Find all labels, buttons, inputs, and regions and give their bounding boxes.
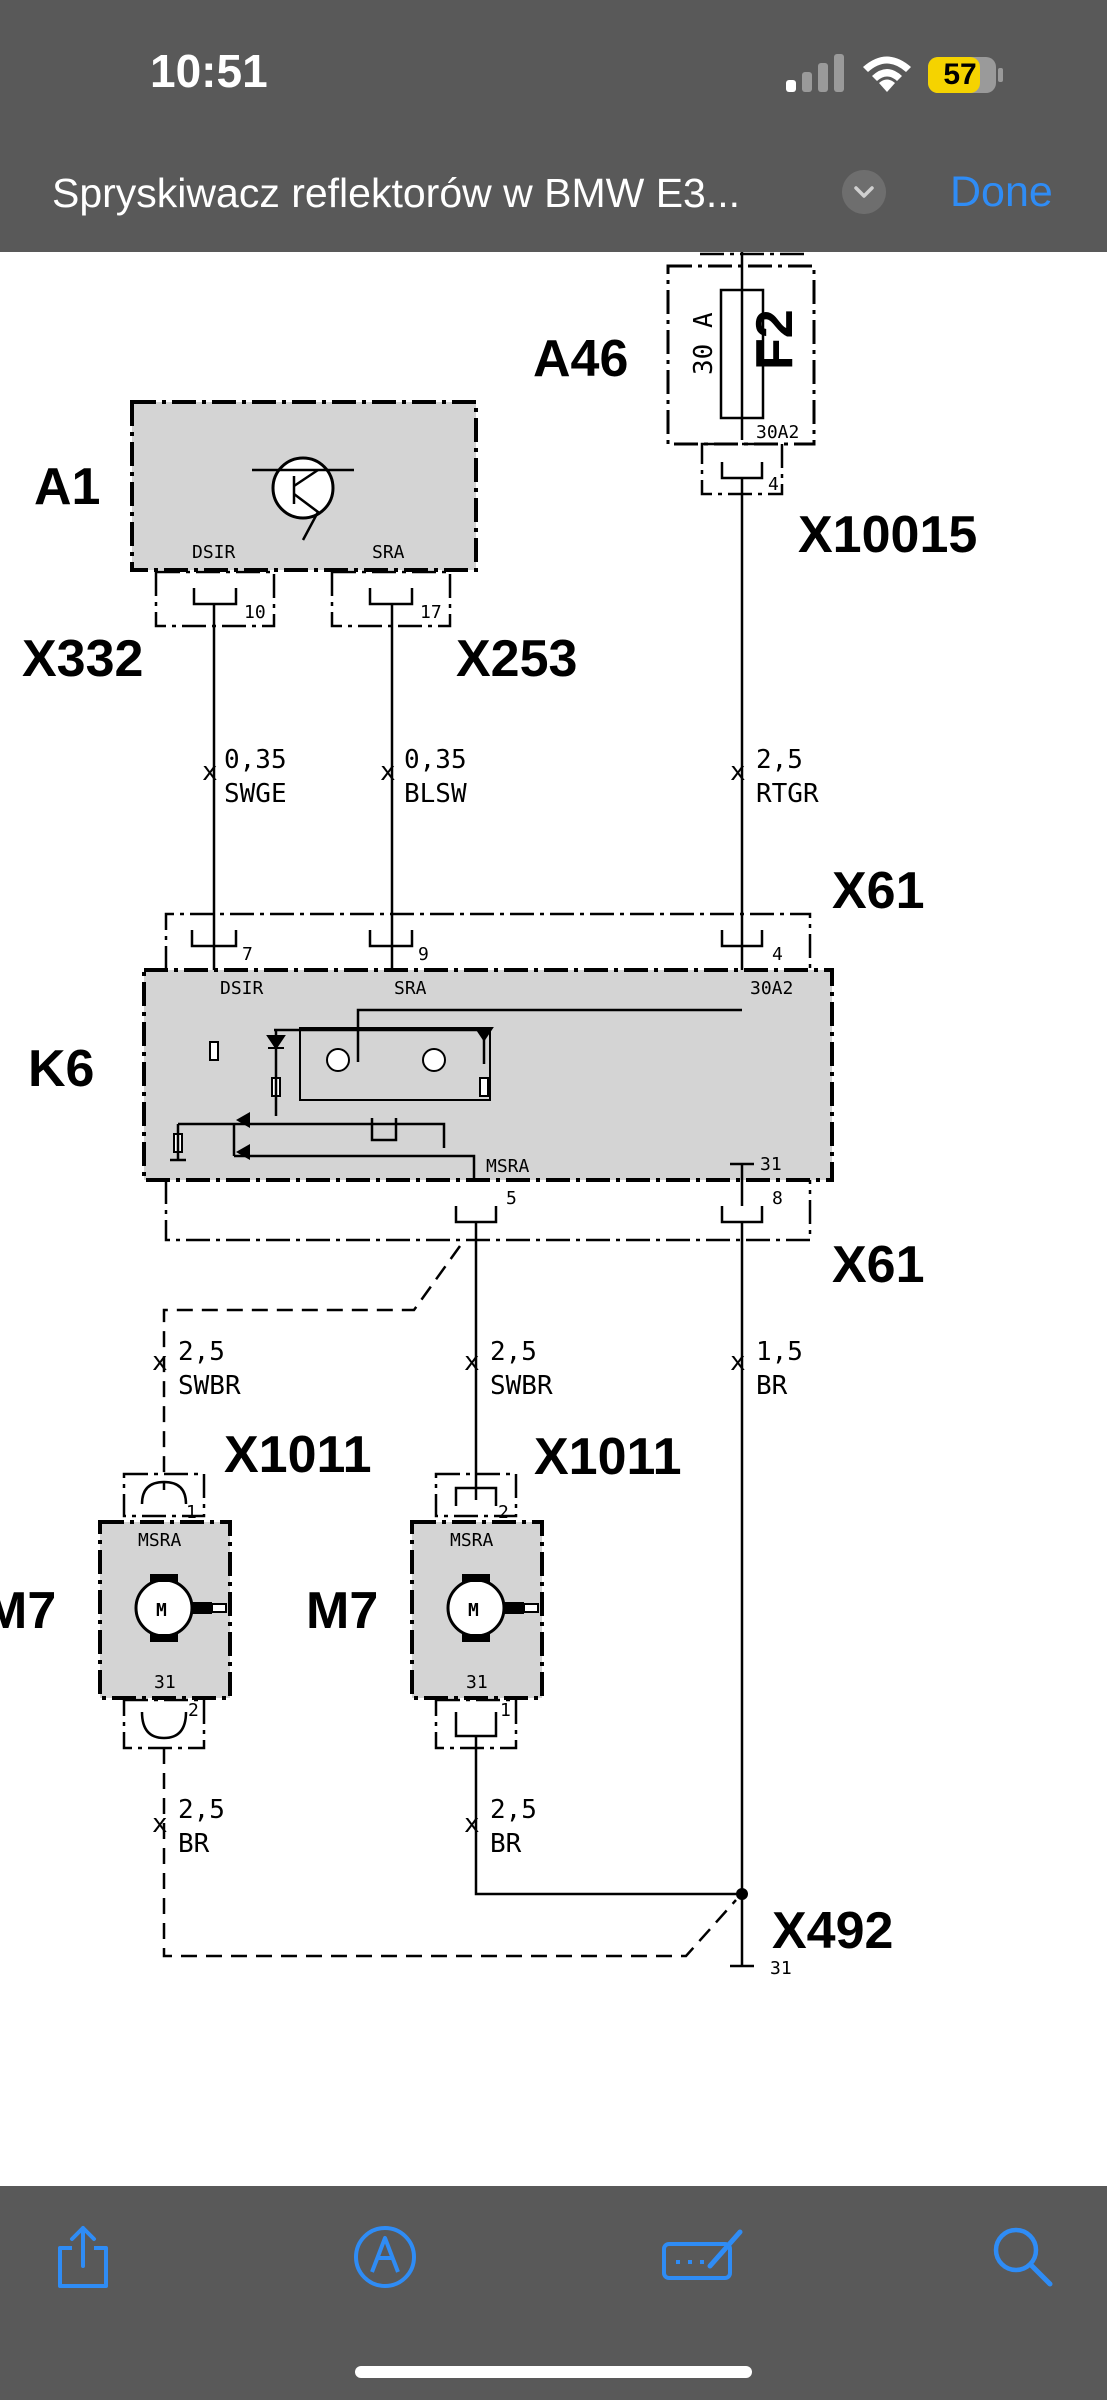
x61-pin-8: 8 — [772, 1188, 783, 1209]
connector-x61-bottom: 5 8 — [164, 1162, 812, 1242]
wire6-color: BR — [756, 1371, 788, 1401]
x492-label: X492 — [772, 1902, 893, 1960]
wire5-color: SWBR — [490, 1371, 553, 1401]
m7r-pin-1: 1 — [500, 1700, 511, 1721]
wire6-size: 1,5 — [756, 1337, 803, 1367]
m7l-pin-msra: MSRA — [138, 1530, 182, 1551]
x1011-right-label: X1011 — [534, 1428, 682, 1486]
svg-text:x: x — [202, 757, 218, 787]
fuse-box-a46: 30 A F2 30A2 — [666, 252, 816, 446]
battery-level: 57 — [943, 58, 977, 91]
wire4-color: SWBR — [178, 1371, 241, 1401]
chevron-down-icon[interactable] — [842, 170, 886, 214]
connector-x61-top: 7 9 4 — [164, 912, 812, 970]
home-indicator[interactable] — [355, 2366, 752, 2378]
m7l-pin-31: 31 — [154, 1672, 176, 1693]
a1-pin-dsir: DSIR — [192, 542, 236, 563]
svg-text:x: x — [730, 757, 746, 787]
m7r-pin-2: 2 — [498, 1502, 509, 1523]
motor-right-m: M — [468, 1600, 479, 1621]
svg-text:x: x — [380, 757, 396, 787]
x332-pin: 10 — [244, 602, 266, 623]
wire2-size: 0,35 — [404, 745, 467, 775]
x61-pin-5: 5 — [506, 1188, 517, 1209]
wire3-color: RTGR — [756, 779, 819, 809]
svg-text:x: x — [464, 1347, 480, 1377]
x1011-left-label: X1011 — [224, 1426, 372, 1484]
status-time: 10:51 — [150, 45, 268, 97]
wire8-size: 2,5 — [490, 1795, 537, 1825]
wire7-size: 2,5 — [178, 1795, 225, 1825]
markup-icon[interactable] — [350, 2222, 420, 2292]
x492-pin-31: 31 — [770, 1958, 792, 1979]
fuse-rating-label: 30 A — [689, 312, 719, 375]
svg-text:x: x — [152, 1809, 168, 1839]
k6-label: K6 — [28, 1040, 94, 1098]
wiring-diagram: 30 A F2 30A2 A46 4 X10015 DSIR SRA A1 10… — [0, 252, 977, 1979]
document-header: Spryskiwacz reflektorów w BMW E3... Done — [0, 130, 1107, 252]
x61-pin-4: 4 — [772, 944, 783, 965]
x253-pin: 17 — [420, 602, 442, 623]
k6-pin-31: 31 — [760, 1154, 782, 1175]
wire8-color: BR — [490, 1829, 522, 1859]
status-bar: 10:51 57 — [0, 0, 1107, 130]
module-a1: DSIR SRA — [130, 400, 478, 572]
wire1-size: 0,35 — [224, 745, 287, 775]
x61-top-label: X61 — [832, 862, 925, 920]
bottom-toolbar — [0, 2186, 1107, 2400]
wire5-size: 2,5 — [490, 1337, 537, 1367]
share-icon[interactable] — [48, 2222, 118, 2292]
k6-pin-dsir: DSIR — [220, 978, 264, 999]
wire2-color: BLSW — [404, 779, 467, 809]
m7r-pin-31: 31 — [466, 1672, 488, 1693]
x10015-label: X10015 — [798, 506, 977, 564]
fuse-f2-label: F2 — [746, 309, 804, 370]
m7l-pin-1: 1 — [186, 1502, 197, 1523]
a1-pin-sra: SRA — [372, 542, 405, 563]
search-icon[interactable] — [988, 2222, 1058, 2292]
x332-label: X332 — [22, 630, 143, 688]
a46-label: A46 — [533, 330, 628, 388]
x10015-pin: 4 — [768, 474, 779, 495]
m7r-pin-msra: MSRA — [450, 1530, 494, 1551]
k6-pin-30a2: 30A2 — [750, 978, 793, 999]
cellular-signal-icon — [786, 54, 844, 92]
pin-30a2-label: 30A2 — [756, 422, 799, 443]
wire3-size: 2,5 — [756, 745, 803, 775]
document-title[interactable]: Spryskiwacz reflektorów w BMW E3... — [52, 170, 741, 216]
wire7-color: BR — [178, 1829, 210, 1859]
done-button[interactable]: Done — [950, 168, 1053, 216]
annotate-icon[interactable] — [660, 2222, 746, 2292]
x253-label: X253 — [456, 630, 577, 688]
wire4-size: 2,5 — [178, 1337, 225, 1367]
m7-right-label: M7 — [306, 1582, 378, 1640]
relay-module-k6: DSIR SRA 30A2 MSRA 31 — [142, 968, 834, 1182]
wire1-color: SWGE — [224, 779, 287, 809]
motor-m7-left: M MSRA 31 1 2 — [98, 1472, 232, 1750]
x61-pin-7: 7 — [242, 944, 253, 965]
svg-text:x: x — [464, 1809, 480, 1839]
a1-label: A1 — [34, 458, 100, 516]
svg-text:x: x — [152, 1347, 168, 1377]
m7-left-label: M7 — [0, 1582, 56, 1640]
wifi-icon — [863, 56, 911, 92]
k6-pin-sra: SRA — [394, 978, 427, 999]
x61-pin-9: 9 — [418, 944, 429, 965]
x61-bottom-label: X61 — [832, 1236, 925, 1294]
m7l-pin-2: 2 — [188, 1700, 199, 1721]
k6-pin-msra: MSRA — [486, 1156, 530, 1177]
motor-left-m: M — [156, 1600, 167, 1621]
svg-text:x: x — [730, 1347, 746, 1377]
motor-m7-right: M MSRA 31 2 1 — [410, 1472, 544, 1750]
battery-icon — [928, 57, 1003, 93]
